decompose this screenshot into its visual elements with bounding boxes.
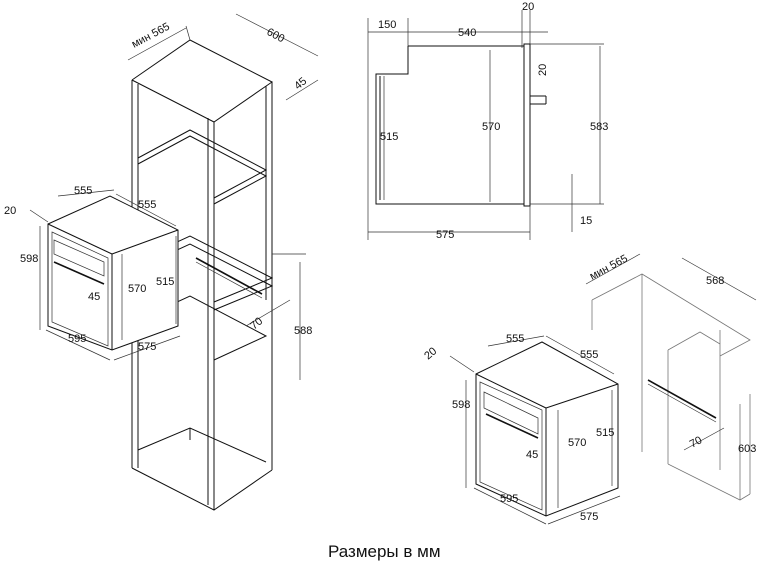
right-cabinet-width-label: 568 <box>706 275 724 287</box>
cabinet-min-depth-label: мин 565 <box>130 21 172 51</box>
cabinet-width-label: 600 <box>265 26 287 45</box>
right-oven-depth-total-label: 575 <box>580 511 598 523</box>
side-top-c-label: 20 <box>522 1 534 13</box>
cabinet-niche-height-label: 588 <box>294 325 312 337</box>
left-oven: 20 555 555 598 570 515 45 595 575 <box>4 185 181 361</box>
side-515-label: 515 <box>380 131 398 143</box>
right-oven-height-label: 598 <box>452 399 470 411</box>
oven-front-offset-label: 20 <box>4 205 16 217</box>
side-583-label: 583 <box>590 121 608 133</box>
caption: Размеры в мм <box>328 542 441 561</box>
side-top-a-label: 150 <box>378 19 396 31</box>
side-top-b-label: 540 <box>458 27 476 39</box>
oven-depth2-label: 555 <box>138 199 156 211</box>
cabinet-gap-label: 45 <box>292 75 309 92</box>
oven-height-label: 598 <box>20 253 38 265</box>
right-oven: 20 555 555 598 570 515 45 595 575 <box>422 333 621 525</box>
oven-depth-label: 555 <box>74 185 92 197</box>
side-570-label: 570 <box>482 121 500 133</box>
oven-inner-height-label: 570 <box>128 283 146 295</box>
side-front-20-label: 20 <box>537 64 549 76</box>
oven-body-height-label: 515 <box>156 276 174 288</box>
right-oven-handle-label: 45 <box>526 449 538 461</box>
right-oven-front-offset-label: 20 <box>422 345 439 362</box>
right-oven-inner-height-label: 570 <box>568 437 586 449</box>
right-oven-depth2-label: 555 <box>580 349 598 361</box>
cabinet-vent-label: 70 <box>248 315 265 332</box>
right-cabinet-vent-label: 70 <box>688 434 704 450</box>
right-oven-depth-label: 555 <box>506 333 524 345</box>
oven-width-label: 595 <box>68 333 86 345</box>
right-cabinet-niche-height-label: 603 <box>738 443 756 455</box>
side-bottom-15-label: 15 <box>580 215 592 227</box>
right-oven-body-height-label: 515 <box>596 427 614 439</box>
oven-depth-total-label: 575 <box>138 341 156 353</box>
side-depth-575-label: 575 <box>436 229 454 241</box>
right-cabinet-min-depth-label: мин 565 <box>588 253 630 283</box>
side-view: 150 540 20 20 515 570 583 15 575 <box>367 1 608 241</box>
oven-handle-label: 45 <box>88 291 100 303</box>
right-oven-width-label: 595 <box>500 493 518 505</box>
